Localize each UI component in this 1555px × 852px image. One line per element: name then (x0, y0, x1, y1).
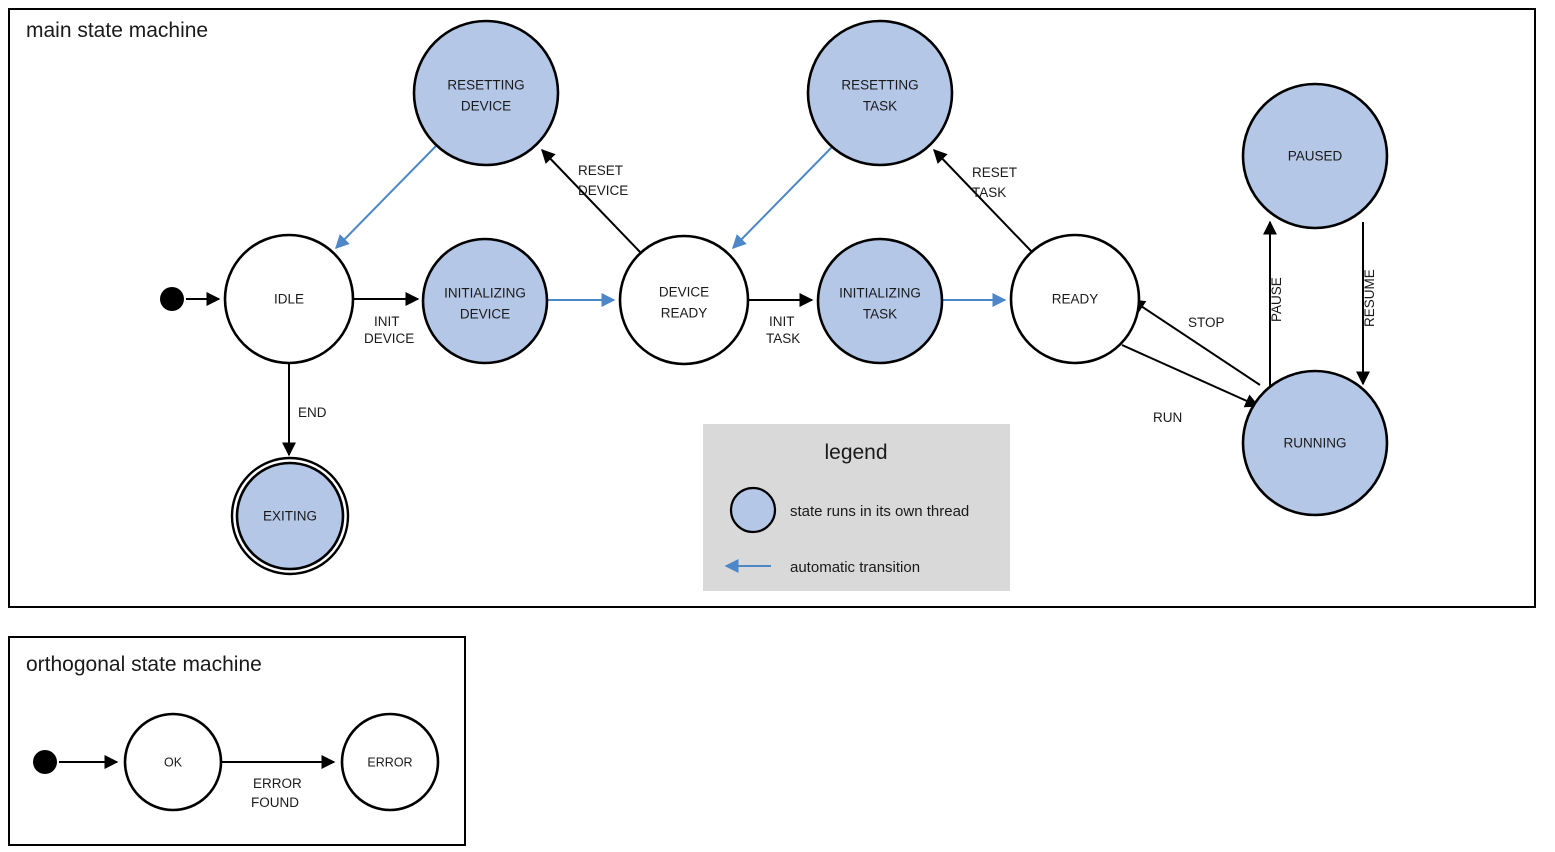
state-device-ready-circle[interactable] (618, 234, 750, 366)
state-idle[interactable]: IDLE (223, 233, 355, 365)
state-ready-label: READY (1052, 292, 1099, 307)
state-resetting-task-circle[interactable] (806, 19, 954, 167)
state-resetting-device-circle[interactable] (412, 19, 560, 167)
state-initializing-task[interactable]: INITIALIZING TASK (816, 237, 944, 365)
state-device-ready[interactable]: DEVICE READY (618, 234, 750, 366)
transition-label-run: RUN (1153, 410, 1182, 425)
state-ok-circle[interactable] (123, 712, 223, 812)
state-resetting-device-label-line2: DEVICE (461, 99, 511, 114)
state-idle-label: IDLE (274, 292, 304, 307)
legend: legend state runs in its own thread auto… (703, 424, 1010, 591)
state-exiting-label: EXITING (263, 509, 317, 524)
state-paused-label: PAUSED (1288, 149, 1343, 164)
transition-label-init-task-line2: TASK (766, 331, 800, 346)
state-running-circle[interactable] (1241, 369, 1389, 517)
state-running-label: RUNNING (1284, 436, 1347, 451)
transition-label-pause: PAUSE (1269, 277, 1284, 322)
transition-label-idle-init-device-line1: INIT (374, 314, 400, 329)
state-error-label: ERROR (367, 755, 412, 769)
transition-label-idle-init-device-line2: DEVICE (364, 331, 414, 346)
state-exiting-circle[interactable] (235, 461, 345, 571)
main-transitions: INIT DEVICE END RESET DEVICE INIT TASK (186, 145, 1377, 457)
state-running[interactable]: RUNNING (1241, 369, 1389, 517)
state-resetting-device[interactable]: RESETTING DEVICE (412, 19, 560, 167)
state-device-ready-label-line1: DEVICE (659, 285, 709, 300)
state-idle-circle[interactable] (223, 233, 355, 365)
orthogonal-frame-title: orthogonal state machine (26, 653, 262, 676)
legend-automatic-transition-text: automatic transition (790, 559, 920, 576)
state-ok-label: OK (164, 755, 183, 769)
state-error[interactable]: ERROR (340, 712, 440, 812)
state-paused[interactable]: PAUSED (1241, 82, 1389, 230)
state-resetting-task[interactable]: RESETTING TASK (806, 19, 954, 167)
orthogonal-state-machine-frame: orthogonal state machine ERROR FOUND OK … (8, 636, 466, 846)
state-ready-circle[interactable] (1009, 233, 1141, 365)
transition-ready-resetting-task (933, 148, 1033, 253)
transition-label-reset-device-line2: DEVICE (578, 183, 628, 198)
transition-label-resume: RESUME (1362, 269, 1377, 327)
transition-device-ready-resetting-device (541, 148, 641, 253)
state-initializing-task-label-line2: TASK (863, 307, 897, 322)
transition-label-reset-task-line2: TASK (972, 185, 1006, 200)
legend-threaded-state-text: state runs in its own thread (790, 503, 969, 520)
transition-label-reset-task-line1: RESET (972, 165, 1017, 180)
transition-label-init-task-line1: INIT (769, 314, 795, 329)
state-initializing-task-label-line1: INITIALIZING (839, 286, 921, 301)
transition-resetting-task-device-ready (732, 146, 833, 249)
main-frame-title: main state machine (26, 19, 208, 42)
transition-label-stop: STOP (1188, 315, 1225, 330)
state-error-circle[interactable] (340, 712, 440, 812)
state-initializing-device-circle[interactable] (421, 237, 549, 365)
state-initializing-device-label-line1: INITIALIZING (444, 286, 526, 301)
main-state-machine-frame: main state machine INIT DEVICE END RESE (8, 8, 1536, 608)
transition-running-ready (1130, 299, 1261, 386)
state-ready[interactable]: READY (1009, 233, 1141, 365)
state-resetting-device-label-line1: RESETTING (447, 78, 524, 93)
state-ok[interactable]: OK (123, 712, 223, 812)
transition-label-error-found-line2: FOUND (251, 795, 299, 810)
state-initializing-task-circle[interactable] (816, 237, 944, 365)
state-resetting-task-label-line2: TASK (863, 99, 897, 114)
state-exiting[interactable]: EXITING (230, 456, 350, 576)
transition-ready-running (1121, 344, 1260, 408)
legend-title: legend (824, 441, 887, 464)
transition-label-reset-device-line1: RESET (578, 163, 623, 178)
transition-label-idle-exiting: END (298, 405, 327, 420)
state-paused-circle[interactable] (1241, 82, 1389, 230)
legend-threaded-state-icon (729, 486, 777, 534)
state-device-ready-label-line2: READY (661, 306, 708, 321)
transition-resetting-device-idle (335, 145, 437, 249)
orthogonal-initial-state-marker (33, 750, 57, 774)
state-initializing-device[interactable]: INITIALIZING DEVICE (421, 237, 549, 365)
state-resetting-task-label-line1: RESETTING (841, 78, 918, 93)
state-initializing-device-label-line2: DEVICE (460, 307, 510, 322)
transition-label-error-found-line1: ERROR (253, 776, 302, 791)
initial-state-marker (160, 287, 184, 311)
